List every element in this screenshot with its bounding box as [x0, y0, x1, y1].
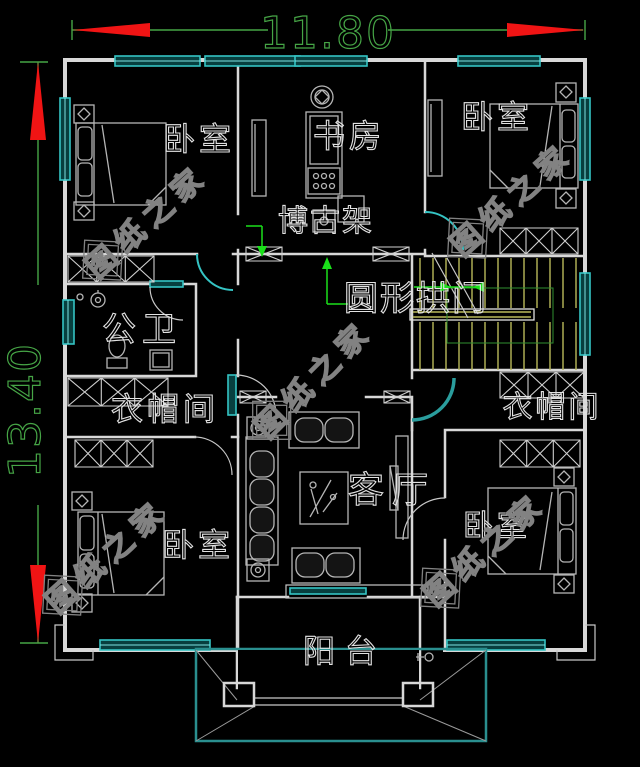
- wardrobe-bedroom-bottom-left: [74, 439, 154, 468]
- svg-text:图纸之家: 图纸之家: [79, 158, 215, 286]
- lintel-study-left: [245, 246, 283, 262]
- living-room-furniture: [245, 411, 409, 584]
- door-bedroom-bottom-left: [193, 436, 233, 476]
- door-bedroom-top-right: [424, 211, 464, 251]
- sofa-top: [288, 411, 360, 449]
- width-dimension: 11.80: [260, 8, 396, 59]
- label-cloakroom-left: 衣帽间: [111, 390, 219, 428]
- arrow-right-icon: [507, 23, 585, 37]
- stair-handrail: [409, 308, 535, 321]
- shelf-icon: [312, 209, 336, 233]
- wardrobe-top-right: [499, 227, 579, 255]
- study-furniture: [251, 85, 365, 233]
- bathroom-fixtures: [76, 290, 173, 371]
- chair: [337, 195, 365, 223]
- label-display-shelf: 博古架: [278, 204, 374, 239]
- arch-markers: [246, 225, 348, 305]
- dimension-left: 13.40: [0, 61, 52, 644]
- toilet: [106, 334, 128, 369]
- interior-walls: [63, 58, 587, 690]
- sink: [90, 292, 106, 308]
- window-top-bedroom-right: [457, 55, 541, 67]
- staircase: [409, 252, 577, 370]
- window-right-bedroom: [579, 97, 591, 181]
- wardrobe-cloakroom-left: [67, 377, 169, 407]
- window-left-bathroom: [62, 299, 75, 345]
- label-study: 书房: [313, 117, 385, 155]
- window-top-bedroom-left: [114, 55, 201, 67]
- label-bedroom-top-right: 卧室: [461, 98, 533, 136]
- bed-bottom-right: [487, 467, 577, 594]
- balcony-sliding-door: [285, 584, 429, 599]
- door-bathroom: [149, 280, 184, 321]
- label-cloakroom-right: 衣帽间: [503, 390, 602, 425]
- label-bedroom-bottom-left: 卧室: [162, 526, 234, 564]
- label-balcony: 阳台: [303, 632, 387, 670]
- balcony-column-left: [222, 681, 256, 708]
- faucet-icon: [416, 652, 434, 662]
- door-cloakroom-left: [227, 374, 277, 416]
- arrow-down-icon: [30, 565, 46, 643]
- side-table-bottom: [246, 558, 270, 582]
- door-bedroom-bottom-right: [402, 497, 446, 541]
- arrow-up-icon: [30, 62, 46, 140]
- label-bathroom: 公卫: [102, 310, 182, 350]
- label-bedroom-top-left: 卧室: [163, 120, 235, 158]
- lintel-study-right: [372, 246, 410, 262]
- stair-break-line: [431, 252, 479, 319]
- stair-green-outline: [446, 287, 554, 344]
- bed-top-left: [73, 104, 167, 221]
- label-round-arch: 圆形拱门: [344, 279, 488, 319]
- tv-cabinet: [389, 435, 409, 539]
- window-top-study: [294, 55, 368, 67]
- label-living-room: 客厅: [348, 470, 436, 511]
- doors: [149, 211, 464, 541]
- door-bedroom-top-left: [196, 253, 234, 291]
- wardrobe-bedroom-bottom-right: [499, 439, 581, 468]
- height-dimension: 13.40: [0, 342, 51, 478]
- wardrobe-top-left: [67, 255, 155, 283]
- label-bedroom-bottom-right: 卧室: [463, 509, 531, 544]
- watermark-bottom-left: 图纸之家: [39, 492, 177, 621]
- lintel-hall-right: [383, 390, 411, 404]
- balcony-column-right: [401, 681, 435, 708]
- balcony: [194, 647, 488, 743]
- cabinet: [251, 119, 267, 197]
- wardrobe-cloakroom-right: [499, 371, 585, 399]
- desk: [305, 111, 343, 199]
- svg-text:图纸之家: 图纸之家: [444, 136, 580, 264]
- bath-cabinet: [149, 349, 173, 371]
- stool: [310, 85, 334, 109]
- room-labels: 卧室 卧室 书房 博古架 圆形拱门 公卫 衣帽间 衣帽间 客厅 卧室 卧室 阳台: [101, 97, 602, 670]
- window-right-stairwell: [579, 272, 591, 356]
- bed-bottom-left: [71, 491, 165, 613]
- sofa-bottom: [291, 547, 361, 584]
- bed-top-right: [427, 82, 579, 209]
- wardrobes: [67, 227, 585, 468]
- window-bottom-bedroom-right: [446, 639, 546, 651]
- watermark-top-left: 图纸之家: [79, 157, 217, 286]
- window-top-bedroom-left2: [204, 55, 301, 67]
- window-left-bedroom: [59, 97, 71, 181]
- coffee-table: [299, 471, 349, 525]
- window-bottom-bedroom-left: [99, 639, 211, 651]
- keyboard: [307, 167, 341, 195]
- dimension-top: 11.80: [71, 7, 586, 60]
- door-cloakroom-right: [411, 377, 456, 422]
- svg-text:图纸之家: 图纸之家: [417, 486, 553, 614]
- arrow-left-icon: [72, 23, 150, 37]
- windows: [59, 55, 591, 651]
